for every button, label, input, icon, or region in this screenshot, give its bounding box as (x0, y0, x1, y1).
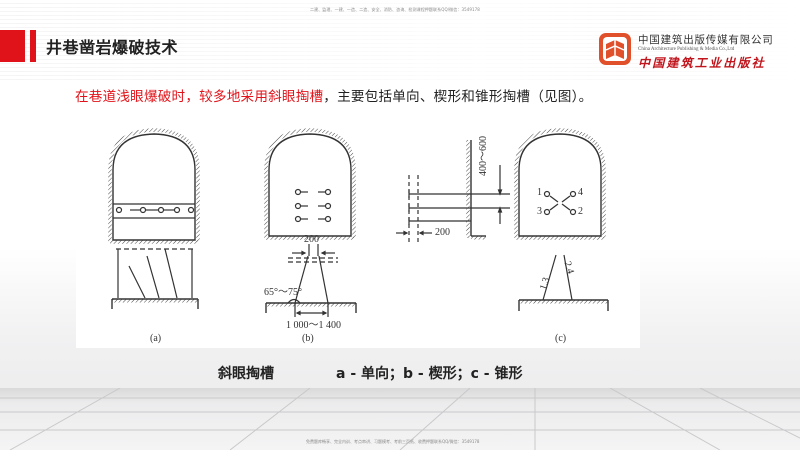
hole-label-1: 1 (537, 187, 542, 198)
dim-spacing: 400～600 (478, 136, 489, 176)
publisher-logo: 中国建筑出版传媒有限公司 China Architecture Publishi… (598, 30, 778, 74)
figure-drawing (108, 128, 609, 317)
hole-label-3: 3 (537, 206, 542, 217)
decorative-floor (0, 388, 800, 450)
publisher-logo-icon (599, 33, 631, 65)
logo-name-en: China Architecture Publishing & Media Co… (638, 47, 735, 52)
intro-rest: ，主要包括单向、楔形和锥形掏槽（见图）。 (323, 89, 593, 105)
intro-text: 在巷道浅眼爆破时，较多地采用斜眼掏槽，主要包括单向、楔形和锥形掏槽（见图）。 (75, 85, 592, 105)
caption-title: 斜眼掏槽 (218, 366, 274, 382)
figure-label-b: (b) (302, 333, 314, 344)
watermark-bottom: 免费题库畅享、完全内训、考点串讲、习题模考、考前三页纸、收费押题联系QQ/微信：… (306, 439, 480, 444)
decorative-map-background (0, 0, 800, 80)
cut-hole-figure: (a) (b) (c) 200 65°～75° 1 000～1 400 400～… (76, 120, 640, 348)
hole-label-4: 4 (578, 187, 583, 198)
figure-label-a: (a) (150, 333, 162, 344)
hole-label-2: 2 (578, 206, 583, 217)
title-accent-block (0, 30, 25, 62)
page-title: 井巷凿岩爆破技术 (46, 38, 179, 57)
dim-bottom-width: 1 000～1 400 (286, 320, 341, 331)
title-accent-bar (30, 30, 36, 62)
caption-description: a - 单向；b - 楔形；c - 锥形 (336, 366, 523, 382)
watermark-top: 二建、监理、一建、一造、二造、安全、消防、咨询、检测课程押题联系QQ/微信：35… (310, 7, 480, 12)
dim-offset: 200 (435, 227, 450, 238)
intro-highlight: 在巷道浅眼爆破时，较多地采用斜眼掏槽 (75, 89, 324, 105)
logo-name-cn-old: 中国建筑工业出版社 (638, 56, 766, 70)
dim-angle: 65°～75° (264, 287, 302, 298)
figure-label-c: (c) (555, 333, 567, 344)
dim-top-width: 200 (304, 234, 319, 245)
logo-name-cn: 中国建筑出版传媒有限公司 (638, 34, 774, 46)
